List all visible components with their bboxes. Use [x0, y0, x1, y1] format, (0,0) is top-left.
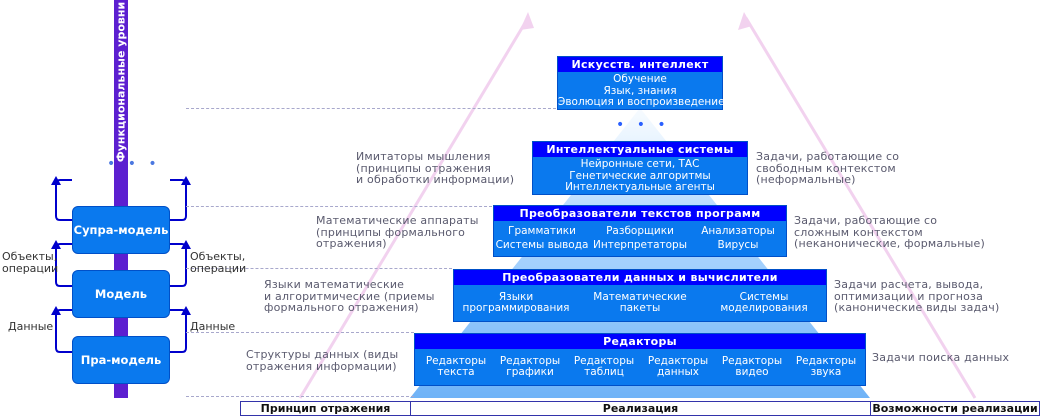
- level-editors-title: Редакторы: [415, 334, 865, 349]
- level-data-transformers: Преобразователи данных и вычислители Язы…: [453, 269, 827, 322]
- level-program-text-transformers-title: Преобразователи текстов программ: [494, 206, 786, 221]
- right-note-data-search: Задачи поиска данных: [872, 351, 1010, 364]
- footer-right-label: Возможности реализации: [872, 402, 1038, 415]
- cell-graphics-editors: Редакторы графики: [499, 355, 561, 378]
- level-ai: Искусств. интеллект Обучение Язык, знани…: [557, 56, 725, 110]
- level-data-transformers-title: Преобразователи данных и вычислители: [454, 270, 826, 285]
- cell-video-editors: Редакторы видео: [721, 355, 783, 378]
- arrow-head-left-icon: [520, 12, 534, 30]
- model-connectors: [55, 179, 187, 353]
- level-intelligent-systems-items: Нейронные сети, ТАС Генетические алгорит…: [565, 158, 715, 193]
- left-note-thinking-simulators: Имитаторы мышления (принципы отражения и…: [356, 150, 515, 186]
- pra-model-label: Пра-модель: [80, 353, 162, 367]
- guide-line: [186, 268, 452, 269]
- level-intelligent-systems-title: Интеллектуальные системы: [533, 142, 747, 157]
- cell-programming-languages: Языки программирования: [462, 291, 570, 314]
- supra-model-label: Супра-модель: [73, 223, 169, 237]
- cell-inference-systems: Системы вывода: [495, 239, 589, 251]
- level-intelligent-systems: Интеллектуальные системы Нейронные сети,…: [532, 141, 748, 195]
- axis-arrow-icon: [114, 0, 128, 10]
- right-objects-label: Объекты, операции: [190, 250, 247, 275]
- diagonal-arrow-right: [744, 17, 977, 399]
- footer-left-label: Принцип отражения: [260, 402, 391, 415]
- right-note-free-context: Задачи, работающие со свободным контекст…: [756, 150, 900, 186]
- connector-arrowheads: [51, 176, 191, 315]
- cell-data-editors: Редакторы данных: [647, 355, 709, 378]
- level-program-text-transformers: Преобразователи текстов программ Граммат…: [493, 205, 787, 257]
- cell-analyzers: Анализаторы: [701, 225, 775, 237]
- right-note-complex-context: Задачи, работающие со сложным контекстом…: [794, 214, 985, 250]
- guide-line: [186, 108, 556, 109]
- left-objects-label: Объекты, операции: [2, 250, 59, 275]
- cell-parsers: Разборщики: [606, 225, 674, 237]
- diagonal-arrow-left: [298, 17, 530, 399]
- vertical-axis-label: Функциональные уровни: [114, 1, 128, 163]
- model-label: Модель: [94, 287, 148, 301]
- level-ai-title: Искусств. интеллект: [558, 57, 722, 72]
- level-ai-items: Обучение Язык, знания Эволюция и воспрои…: [558, 73, 725, 108]
- guide-line: [186, 206, 492, 207]
- left-note-data-structures: Структуры данных (виды отражения информа…: [246, 348, 399, 373]
- cell-grammars: Грамматики: [508, 225, 576, 237]
- cell-interpreters: Интерпретаторы: [593, 239, 687, 251]
- arrow-head-right-icon: [738, 12, 752, 30]
- cell-text-editors: Редакторы текста: [425, 355, 487, 378]
- cell-table-editors: Редакторы таблиц: [573, 355, 635, 378]
- footer-implementation-possibilities: Возможности реализации: [870, 401, 1040, 416]
- supra-model-box: Супра-модель: [72, 206, 170, 254]
- guide-line: [186, 396, 414, 397]
- cell-math-packages: Математические пакеты: [593, 291, 687, 314]
- cell-viruses: Вирусы: [717, 239, 759, 251]
- pra-model-box: Пра-модель: [72, 336, 170, 384]
- left-data-label: Данные: [8, 320, 54, 333]
- left-note-languages: Языки математические и алгоритмические (…: [264, 278, 435, 314]
- level-editors: Редакторы Редакторы текста Редакторы гра…: [414, 333, 866, 386]
- pyramid-dots: • • •: [616, 117, 670, 133]
- axis-dots: • • •: [107, 156, 161, 172]
- footer-implementation: Реализация: [410, 401, 871, 416]
- footer-reflection-principle: Принцип отражения: [240, 401, 411, 416]
- model-box: Модель: [72, 270, 170, 318]
- guide-line: [186, 332, 414, 333]
- cell-modeling-systems: Системы моделирования: [720, 291, 808, 314]
- right-data-label: Данные: [190, 320, 236, 333]
- right-note-calculation: Задачи расчета, вывода, оптимизации и пр…: [834, 278, 1000, 314]
- footer-center-label: Реализация: [602, 402, 679, 415]
- cell-sound-editors: Редакторы звука: [795, 355, 857, 378]
- left-note-math-apparatus: Математические аппараты (принципы формал…: [316, 214, 479, 250]
